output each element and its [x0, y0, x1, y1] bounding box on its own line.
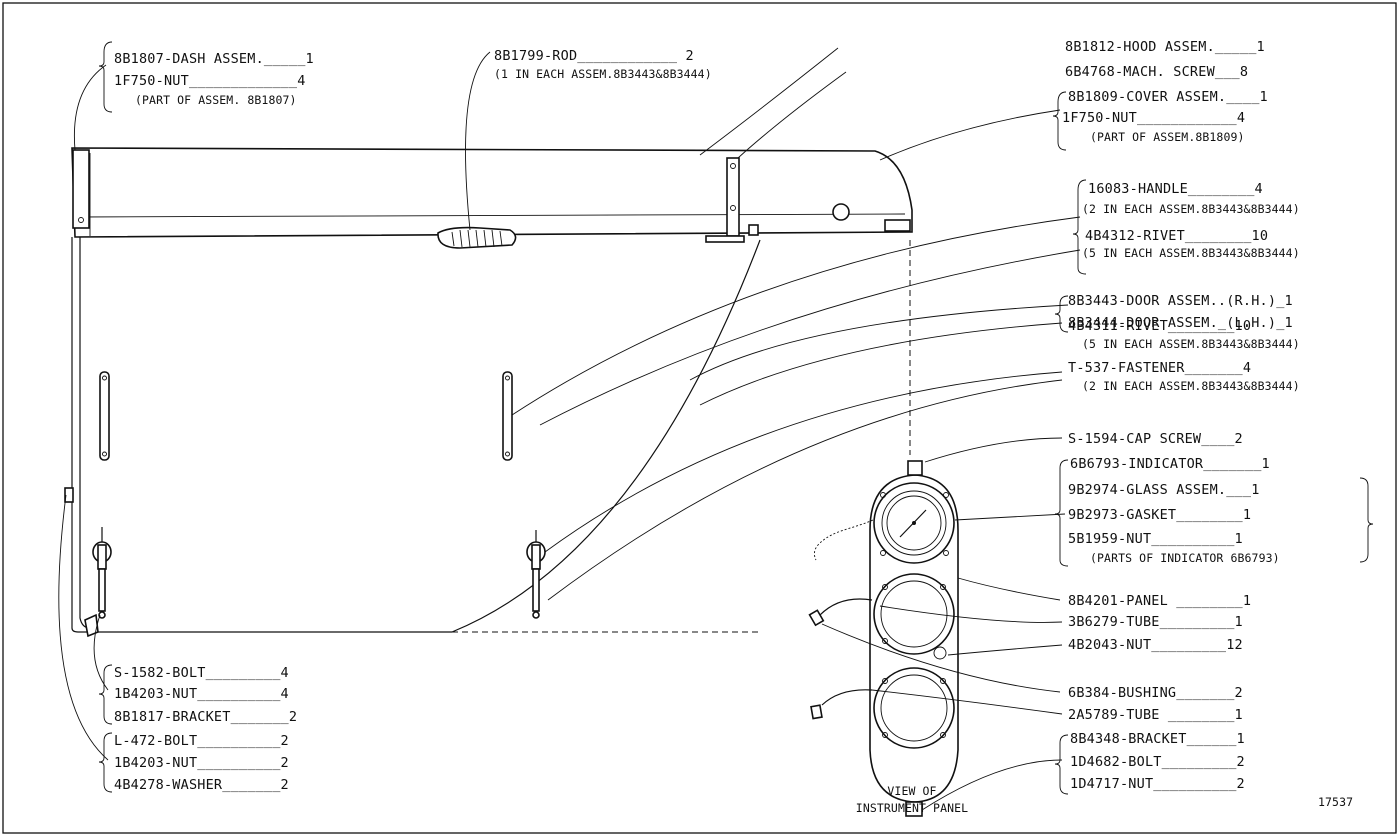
callout: S-1594-CAP SCREW____2 — [1068, 431, 1243, 447]
door-edge — [110, 239, 761, 633]
callout: 5B1959-NUT__________1 — [1068, 531, 1243, 547]
callout: 8B1799-ROD____________ 2 — [494, 48, 694, 64]
callout: 1F750-NUT_____________4 — [114, 73, 306, 89]
callout-note: (PART OF ASSEM. 8B1807) — [135, 93, 297, 107]
figure-number: 17537 — [1318, 795, 1353, 809]
callout-note: (2 IN EACH ASSEM.8B3443&8B3444) — [1082, 379, 1300, 393]
fastener-right — [526, 530, 546, 619]
callout: 3B6279-TUBE_________1 — [1068, 614, 1243, 630]
callout: 8B1817-BRACKET_______2 — [114, 709, 297, 725]
callout: L-472-BOLT__________2 — [114, 733, 289, 749]
callout-note: (PART OF ASSEM.8B1809) — [1090, 130, 1245, 144]
callout: 9B2973-GASKET________1 — [1068, 507, 1251, 523]
callout-note: (PARTS OF INDICATOR 6B6793) — [1090, 551, 1280, 565]
caption-line: INSTRUMENT PANEL — [856, 801, 968, 815]
callout-note: (5 IN EACH ASSEM.8B3443&8B3444) — [1082, 337, 1300, 351]
callout-note: (1 IN EACH ASSEM.8B3443&8B3444) — [494, 67, 712, 81]
callout: 8B1809-COVER ASSEM.____1 — [1068, 89, 1268, 105]
callout: 8B4201-PANEL ________1 — [1068, 593, 1251, 609]
hood-assembly-drawing — [64, 147, 913, 638]
callout: 4B2043-NUT_________12 — [1068, 637, 1243, 653]
callout-note: (2 IN EACH ASSEM.8B3443&8B3444) — [1082, 202, 1300, 216]
callouts-top-left: 8B1807-DASH ASSEM._____1 1F750-NUT______… — [114, 51, 314, 107]
callout: 8B3443-DOOR ASSEM..(R.H.)_1 — [1068, 293, 1293, 309]
callouts-top-center: 8B1799-ROD____________ 2 (1 IN EACH ASSE… — [494, 48, 712, 81]
callout-note: (5 IN EACH ASSEM.8B3443&8B3444) — [1082, 246, 1300, 260]
callout: 1D4717-NUT__________2 — [1070, 776, 1245, 792]
handle-right — [502, 371, 513, 461]
callout: 8B1812-HOOD ASSEM._____1 — [1065, 39, 1265, 55]
cover-hole — [832, 203, 850, 221]
callout: 8B3444-DOOR ASSEM._(L.H.)_1 — [1068, 315, 1293, 331]
callout: 1D4682-BOLT_________2 — [1070, 754, 1245, 770]
handle-left — [99, 371, 110, 461]
callout: 4B4312-RIVET________10 — [1085, 228, 1268, 244]
callout: S-1582-BOLT_________4 — [114, 665, 289, 681]
callout: 6B4768-MACH. SCREW___8 — [1065, 64, 1248, 80]
callout: 2A5789-TUBE ________1 — [1068, 707, 1243, 723]
instrument-panel-caption: VIEW OF INSTRUMENT PANEL — [856, 784, 968, 815]
fastener-left — [84, 527, 112, 638]
callout: 16083-HANDLE________4 — [1088, 181, 1263, 197]
callout: 6B6793-INDICATOR_______1 — [1070, 456, 1270, 472]
callout: 4B4311-RIVET________10 — [1068, 318, 1251, 334]
callout: T-537-FASTENER_______4 — [1068, 360, 1251, 376]
callout: 4B4278-WASHER_______2 — [114, 777, 289, 793]
callout: 1B4203-NUT__________2 — [114, 755, 289, 771]
rod-part — [437, 226, 517, 249]
callouts-bottom-left: S-1582-BOLT_________4 1B4203-NUT________… — [114, 665, 297, 793]
callout: 8B4348-BRACKET______1 — [1070, 731, 1245, 747]
callout: 1B4203-NUT__________4 — [114, 686, 289, 702]
callout: 8B1807-DASH ASSEM._____1 — [114, 51, 314, 67]
caption-line: VIEW OF — [887, 784, 936, 798]
instrument-panel-drawing — [808, 460, 959, 817]
dash-assembly — [72, 149, 90, 229]
callout: 6B384-BUSHING_______2 — [1068, 685, 1243, 701]
braces — [98, 41, 1374, 795]
hood-stiffener — [726, 157, 740, 237]
callout: 9B2974-GLASS ASSEM.___1 — [1068, 482, 1260, 498]
callouts-right: 8B1812-HOOD ASSEM._____1 6B4768-MACH. SC… — [1062, 39, 1300, 792]
callout: 1F750-NUT____________4 — [1062, 110, 1245, 126]
leader-lines — [58, 47, 1081, 811]
